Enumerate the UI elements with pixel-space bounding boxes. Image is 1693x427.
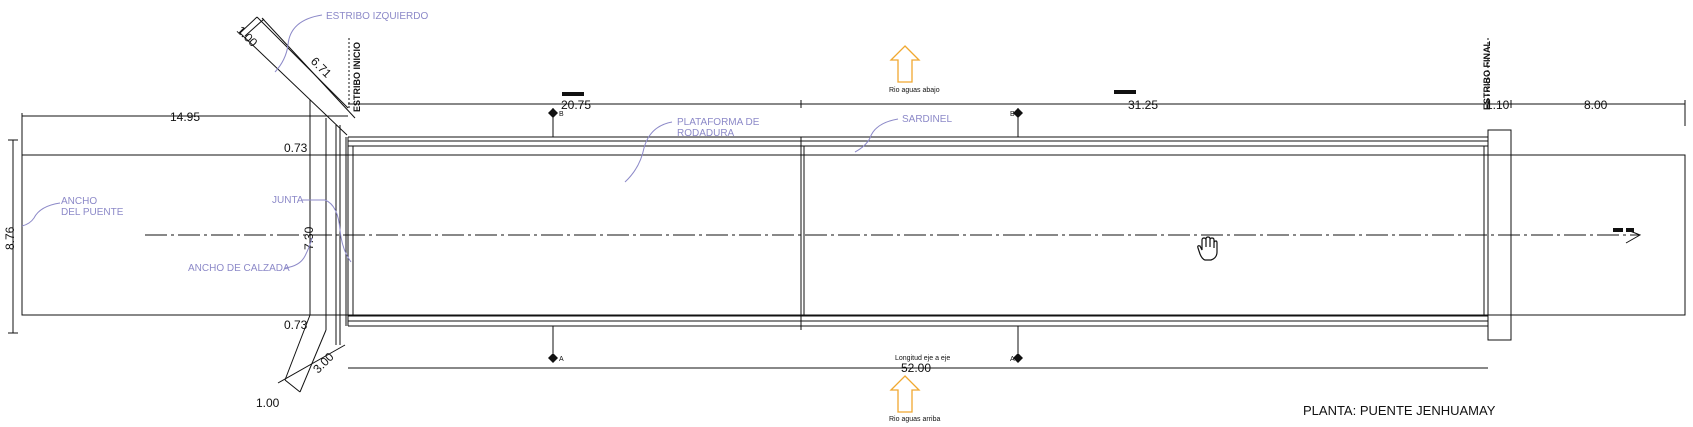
section-marker-b-top-2: B <box>1010 108 1023 118</box>
dim-wing-bottom-diag: 3.00 <box>310 349 337 376</box>
section-marker-a-bottom-2: A <box>1010 353 1023 363</box>
dim-ancho-calzada: 7.30 <box>302 226 316 250</box>
dim-approach-right: 8.00 <box>1584 98 1608 112</box>
hand-cursor-icon <box>1197 236 1218 261</box>
annotation-leaders <box>21 14 899 269</box>
section-marker-a-bottom: A <box>548 353 564 363</box>
label-longitud-eje: Longitud eje a eje <box>895 355 950 362</box>
dim-bar <box>1114 90 1136 94</box>
dim-span-2: 31.25 <box>1128 98 1158 112</box>
dim-offset-bottom: 0.73 <box>284 318 308 332</box>
dim-wing-top-short: 1.00 <box>234 23 261 50</box>
dim-offset-top: 0.73 <box>284 141 308 155</box>
dim-span-1: 20.75 <box>561 98 591 112</box>
label-rio-abajo: Rio aguas abajo <box>889 87 940 94</box>
left-abutment <box>239 16 1489 393</box>
label-sardinel: SARDINEL <box>902 114 952 125</box>
dim-ancho-puente: 8.76 <box>3 226 17 250</box>
label-estribo-inicio: ESTRIBO INICIO <box>352 42 362 112</box>
label-estribo-izquierdo: ESTRIBO IZQUIERDO <box>326 11 428 22</box>
arrow-up-icon <box>889 375 921 413</box>
dim-total-length: 52.00 <box>901 361 931 375</box>
svg-text:B: B <box>1010 111 1015 118</box>
arrow-up-icon <box>889 45 921 83</box>
dim-wing-bottom-short: 1.00 <box>256 396 280 410</box>
label-ancho-1: ANCHO <box>61 196 97 207</box>
svg-text:B: B <box>559 111 564 118</box>
svg-text:A: A <box>1010 356 1015 363</box>
label-junta: JUNTA <box>272 195 304 206</box>
label-plataforma-1: PLATAFORMA DE <box>677 117 760 128</box>
label-estribo-final: ESTRIBO FINAL <box>1482 40 1492 110</box>
label-rio-arriba: Rio aguas arriba <box>889 416 940 423</box>
section-marker-b-top: B <box>548 108 564 118</box>
dim-bar <box>562 92 584 96</box>
label-ancho-2: DEL PUENTE <box>61 207 124 218</box>
svg-text:A: A <box>559 356 564 363</box>
dim-wing-top-long: 6.71 <box>308 54 335 81</box>
centerline-end-marker <box>1613 228 1642 244</box>
dim-approach-left: 14.95 <box>170 110 200 124</box>
drawing-title: PLANTA: PUENTE JENHUAMAY <box>1303 403 1496 418</box>
bridge-outline <box>21 154 1686 316</box>
dimension-lines <box>8 17 1686 384</box>
label-plataforma-2: RODADURA <box>677 128 735 139</box>
annotation-labels: ESTRIBO IZQUIERDO PLATAFORMA DE RODADURA… <box>61 11 952 274</box>
label-ancho-calzada: ANCHO DE CALZADA <box>188 263 290 274</box>
dim-right-short: 1.10 <box>1486 98 1510 112</box>
